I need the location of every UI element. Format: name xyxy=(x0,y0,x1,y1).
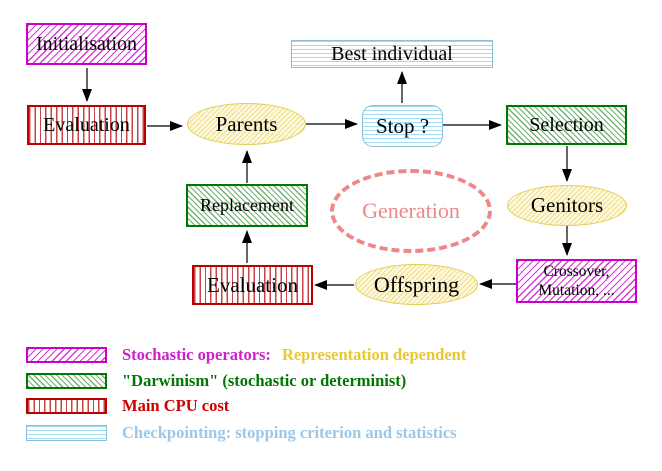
legend-label-representation: Representation dependent xyxy=(281,345,467,364)
legend-label-stochastic: Stochastic operators: xyxy=(122,345,271,364)
legend-row-stochastic: Stochastic operators: Representation depe… xyxy=(122,346,466,364)
legend-label-checkpointing: Checkpointing: stopping criterion and st… xyxy=(122,423,457,442)
legend-label-cpu: Main CPU cost xyxy=(122,396,230,415)
node-best-individual: Best individual xyxy=(291,40,493,68)
node-replacement: Replacement xyxy=(186,184,308,227)
crossover-line2: Mutation, ... xyxy=(538,282,615,299)
node-selection: Selection xyxy=(506,105,627,145)
node-generation: Generation xyxy=(330,169,492,253)
node-evaluation-bottom: Evaluation xyxy=(192,265,313,305)
node-crossover-mutation: Crossover, Mutation, ... xyxy=(516,259,637,303)
legend-swatch-darwinism xyxy=(26,373,107,389)
node-initialisation: Initialisation xyxy=(26,23,147,65)
node-genitors: Genitors xyxy=(507,185,627,226)
legend-label-darwinism: "Darwinism" (stochastic or determinist) xyxy=(122,371,407,390)
node-stop: Stop ? xyxy=(362,105,443,147)
node-parents: Parents xyxy=(187,103,306,145)
crossover-line1: Crossover, xyxy=(543,262,610,280)
node-evaluation-top: Evaluation xyxy=(27,105,146,145)
legend-swatch-cpu xyxy=(26,398,107,414)
legend-swatch-checkpointing xyxy=(26,425,107,441)
node-offspring: Offspring xyxy=(355,264,478,305)
legend-swatch-stochastic xyxy=(26,347,107,363)
